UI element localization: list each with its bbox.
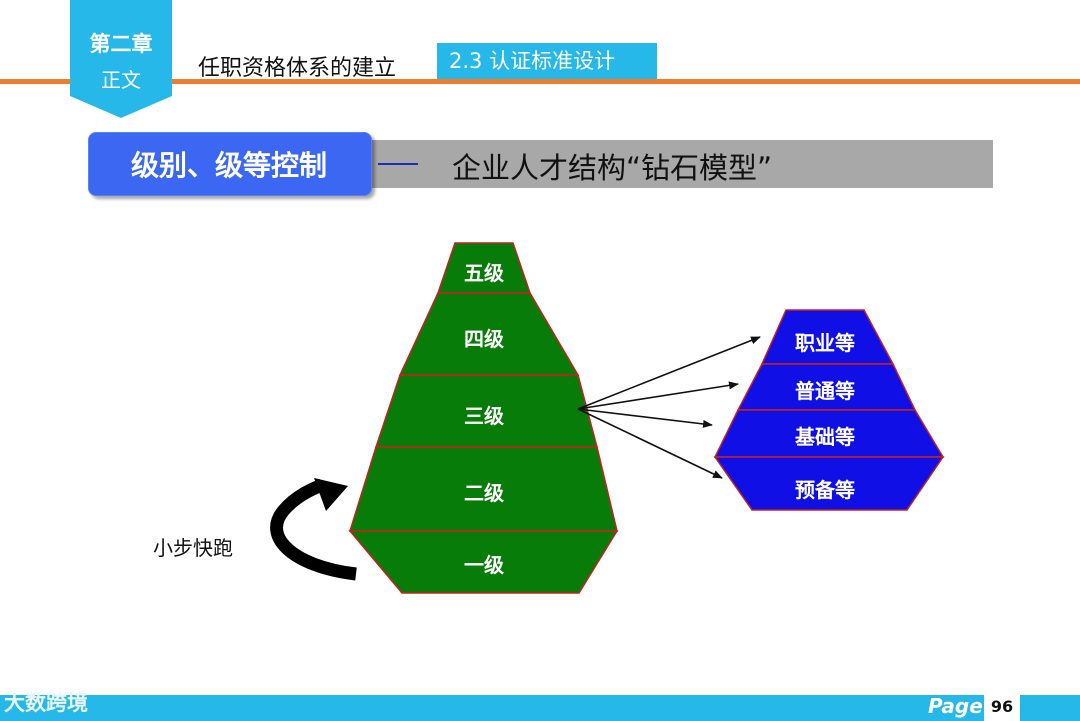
- arrow-to-basic: [577, 408, 713, 428]
- watermark: 大数跨境: [4, 691, 88, 715]
- banner-text: 企业人才结构“钻石模型”: [452, 151, 773, 185]
- level-pyramid: [348, 242, 619, 594]
- grade-reserve: 预备等: [795, 478, 855, 502]
- grade-career: 职业等: [795, 331, 855, 355]
- chapter-title: 第二章: [89, 32, 153, 56]
- banner-strip: [350, 140, 993, 188]
- level-one: 一级: [464, 553, 504, 577]
- curved-arrow-icon: [270, 478, 357, 581]
- grade-basic: 基础等: [795, 425, 855, 449]
- page-title: 任职资格体系的建立: [198, 56, 397, 81]
- banner-box: [88, 132, 372, 196]
- grade-normal: 普通等: [795, 379, 855, 403]
- level-two: 二级: [464, 481, 504, 505]
- banner-label: 级别、级等控制: [130, 149, 327, 182]
- page-number-box: [984, 694, 1020, 721]
- grade-reserve-shape: [713, 456, 945, 511]
- chapter-tab: [70, 0, 172, 118]
- page-label: Page: [928, 694, 983, 718]
- footer-bar: [0, 695, 1080, 721]
- header-divider: [0, 79, 1080, 84]
- arrows: [577, 336, 761, 479]
- level-four: 四级: [464, 327, 504, 351]
- level-five: 五级: [464, 261, 504, 285]
- level-one-shape: [348, 530, 619, 594]
- grade-diamond: [713, 309, 945, 511]
- arrow-to-reserve: [577, 408, 723, 479]
- side-label: 小步快跑: [153, 536, 233, 560]
- level-three: 三级: [464, 404, 504, 428]
- banner-dash: [378, 163, 418, 165]
- page-number: 96: [990, 697, 1014, 716]
- arrow-to-career: [577, 336, 761, 410]
- arrow-to-normal: [577, 381, 739, 410]
- chapter-subtitle: 正文: [101, 68, 141, 92]
- section-tag: 2.3 认证标准设计: [437, 43, 657, 79]
